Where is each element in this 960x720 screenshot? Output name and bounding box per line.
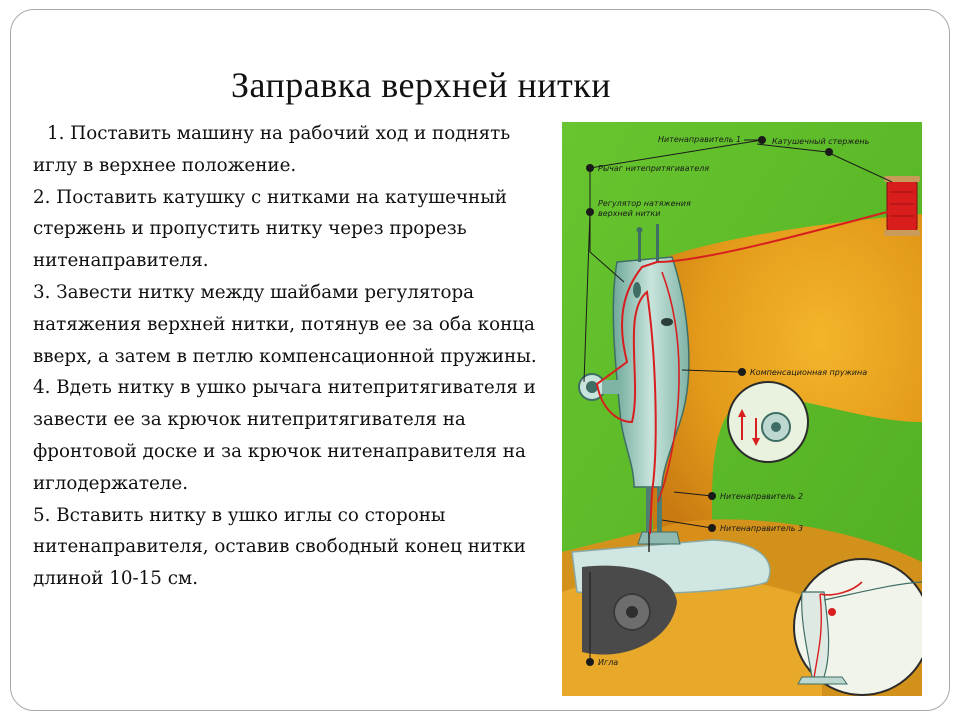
- label-spool-pin: Катушечный стержень: [772, 137, 870, 146]
- step-3: 3. Завести нитку между шайбами регулятор…: [33, 281, 537, 367]
- machine-head: [612, 256, 690, 488]
- compensation-spring-inset: [727, 381, 809, 463]
- label-thread-guide-1: Нитенаправитель 1: [658, 135, 741, 144]
- label-tension-regulator-1: Регулятор натяжения: [598, 199, 691, 208]
- label-dots: [586, 136, 833, 666]
- needle-bar: [646, 487, 652, 532]
- spool-pin-right: [656, 224, 659, 262]
- thread-spool-icon: [884, 176, 920, 236]
- presser-bar: [657, 487, 662, 532]
- label-tension-regulator-2: верхней нитки: [598, 209, 660, 218]
- step-1: 1. Поставить машину на рабочий ход и под…: [33, 123, 511, 176]
- label-thread-guide-3: Нитенаправитель 3: [720, 524, 803, 533]
- step-5: 5. Вставить нитку в ушко иглы со стороны…: [33, 504, 526, 590]
- upper-thread: [595, 207, 903, 535]
- head-screw: [661, 318, 673, 326]
- label-compensation-spring: Компенсационная пружина: [750, 368, 867, 377]
- presser-foot: [637, 531, 681, 545]
- label-needle: Игла: [598, 658, 618, 667]
- sewing-machine-threading-illustration: Нитенаправитель 1 Катушечный стержень Ры…: [562, 122, 922, 696]
- step-4: 4. Вдеть нитку в ушко рычага нитепритяги…: [33, 377, 536, 494]
- slide-title: Заправка верхней нитки: [231, 65, 611, 105]
- label-take-up-lever: Рычаг нитепритягивателя: [598, 164, 709, 173]
- threading-detail-inset: [793, 558, 922, 696]
- slide: Заправка верхней нитки 1. Поставить маши…: [10, 9, 950, 711]
- instructions-text: 1. Поставить машину на рабочий ход и под…: [33, 118, 553, 595]
- spool-pin-left: [638, 230, 641, 262]
- step-2: 2. Поставить катушку с нитками на катуше…: [33, 186, 507, 272]
- label-thread-guide-2: Нитенаправитель 2: [720, 492, 803, 501]
